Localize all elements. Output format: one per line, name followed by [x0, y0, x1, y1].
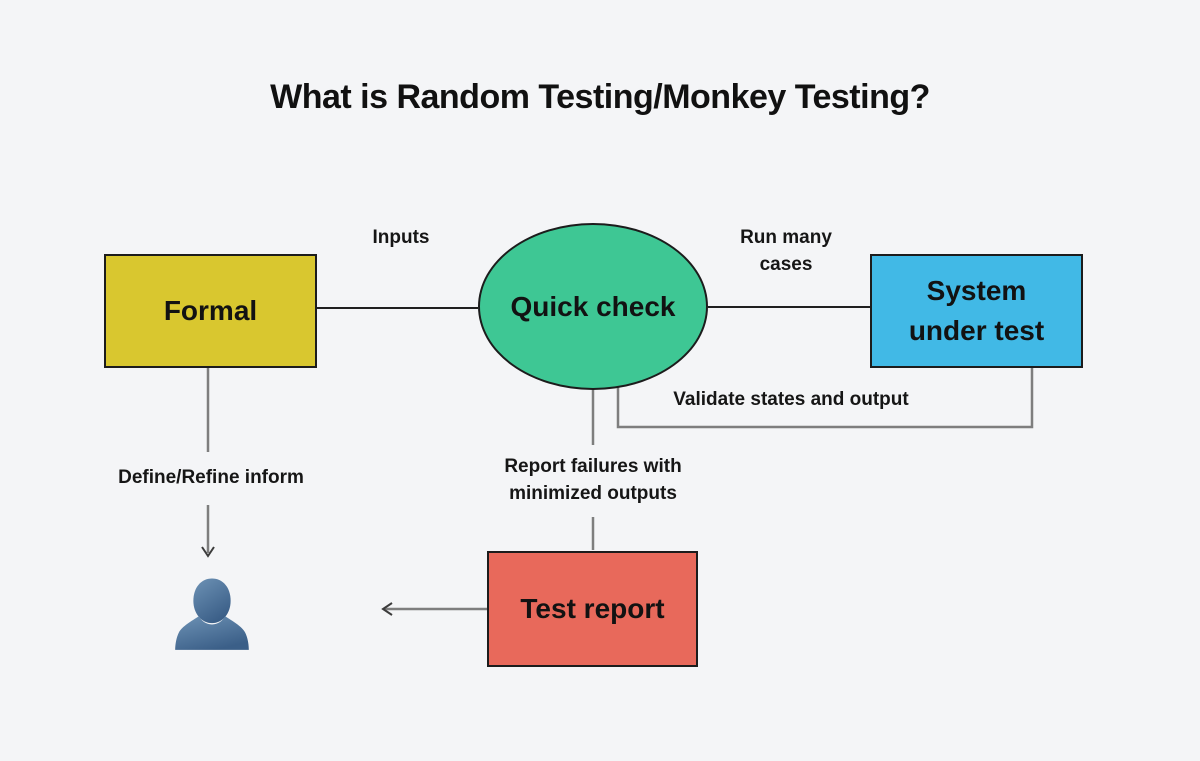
edge-label-validate: Validate states and output: [673, 389, 909, 410]
edge-label-report-failures: Report failures with minimized outputs: [504, 453, 681, 507]
node-quick-check-label: Quick check: [510, 290, 676, 322]
node-sut-label: System under test: [909, 271, 1044, 351]
page-title: What is Random Testing/Monkey Testing?: [270, 78, 930, 116]
arrowhead-left-icon: [381, 602, 393, 616]
node-sut-label-line1: System: [926, 275, 1027, 306]
user-icon-body: [175, 616, 249, 650]
user-icon: [175, 578, 249, 650]
node-quick-check: Quick check: [478, 223, 708, 390]
node-test-report-label: Test report: [520, 593, 665, 624]
edge-label-inputs: Inputs: [372, 227, 430, 248]
node-system-under-test: System under test: [870, 254, 1083, 368]
edge-label-report-failures-line1: Report failures with: [504, 456, 682, 477]
edge-label-report-failures-line2: minimized outputs: [509, 483, 677, 504]
edge-label-run-many-cases: Run many cases: [740, 224, 832, 278]
user-icon-head: [193, 578, 231, 624]
node-formal: Formal: [104, 254, 317, 368]
node-formal-label: Formal: [163, 295, 258, 326]
node-sut-label-line2: under test: [908, 315, 1045, 346]
node-test-report: Test report: [487, 551, 698, 667]
edge-label-define-refine: Define/Refine inform: [118, 467, 304, 488]
edge-label-run-many-line2: cases: [759, 254, 813, 275]
arrowhead-down-icon: [201, 546, 215, 558]
edge-label-run-many-line1: Run many: [740, 227, 832, 248]
